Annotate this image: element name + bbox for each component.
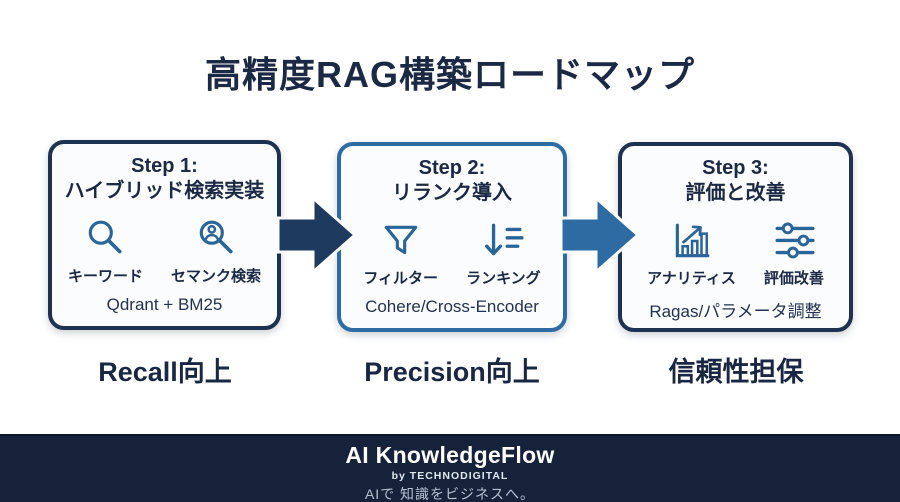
page-title: 高精度RAG構築ロードマップ	[205, 54, 695, 95]
step-3-item-1-label: アナリティス	[647, 270, 736, 287]
step-3-subheading: 評価と改善	[685, 182, 786, 204]
step-1-subheading: ハイブリッド検索実装	[64, 180, 265, 202]
brand-name: AI KnowledgeFlow	[345, 442, 555, 468]
step-3-item-analytics: アナリティス	[647, 220, 736, 288]
step-2-item-2-label: ランキング	[466, 270, 541, 287]
step-1-outcome: Recall向上	[98, 357, 232, 387]
step-3-card: Step 3: 評価と改善 アナリティス	[618, 142, 853, 332]
step-3-item-2-label: 評価改善	[763, 270, 824, 287]
step-2-heading-block: Step 2: リランク導入	[392, 156, 512, 206]
step-1-item-2-label: セマンク検索	[171, 268, 262, 285]
arrow-right-1-icon	[277, 194, 357, 276]
step-2-icon-row: フィルター ランキング	[363, 220, 541, 288]
brand-byline: by TECHNODIGITAL	[391, 470, 509, 482]
step-1-item-1-label: キーワード	[67, 268, 143, 285]
funnel-icon	[384, 225, 417, 255]
analytics-icon	[676, 223, 710, 258]
step-1-icon-row: キーワード セマンク検索	[68, 218, 261, 286]
step-3-outcome: 信頼性担保	[668, 357, 804, 387]
search-icon	[89, 220, 123, 254]
step-2-item-1-label: フィルター	[363, 270, 439, 287]
user-search-icon	[199, 220, 233, 254]
step-2-card: Step 2: リランク導入 フィルター ランキング Co	[337, 142, 567, 332]
step-1-card: Step 1: ハイブリッド検索実装 キーワード セマンク検索	[48, 140, 281, 330]
arrow-right-2-icon	[560, 194, 640, 276]
step-3-heading: Step 3:	[702, 157, 769, 179]
step-2-heading: Step 2:	[418, 157, 486, 179]
step-1-heading: Step 1:	[131, 155, 198, 177]
step-3-icon-row: アナリティス 評価改善	[647, 220, 824, 288]
step-2-outcome: Precision向上	[364, 357, 540, 387]
footer: AI KnowledgeFlow by TECHNODIGITAL AIで 知識…	[0, 434, 900, 502]
step-1-item-keyword: キーワード	[68, 218, 143, 286]
step-2-item-filter: フィルター	[363, 220, 438, 288]
step-2-tech: Cohere/Cross-Encoder	[365, 297, 539, 316]
sliders-icon	[775, 222, 815, 259]
step-3-item-tuning: 評価改善	[764, 220, 824, 288]
step-1-heading-block: Step 1: ハイブリッド検索実装	[65, 154, 265, 204]
step-2-item-ranking: ランキング	[466, 220, 541, 288]
step-3-heading-block: Step 3: 評価と改善	[686, 156, 786, 206]
brand-tagline: AIで 知識をビジネスへ。	[364, 486, 536, 502]
step-2-subheading: リランク導入	[392, 182, 512, 204]
step-3-tech: Ragas/パラメータ調整	[649, 302, 822, 321]
step-1-item-semantic: セマンク検索	[171, 218, 261, 286]
step-1-tech: Qdrant + BM25	[106, 295, 223, 314]
ranking-icon	[485, 223, 524, 256]
